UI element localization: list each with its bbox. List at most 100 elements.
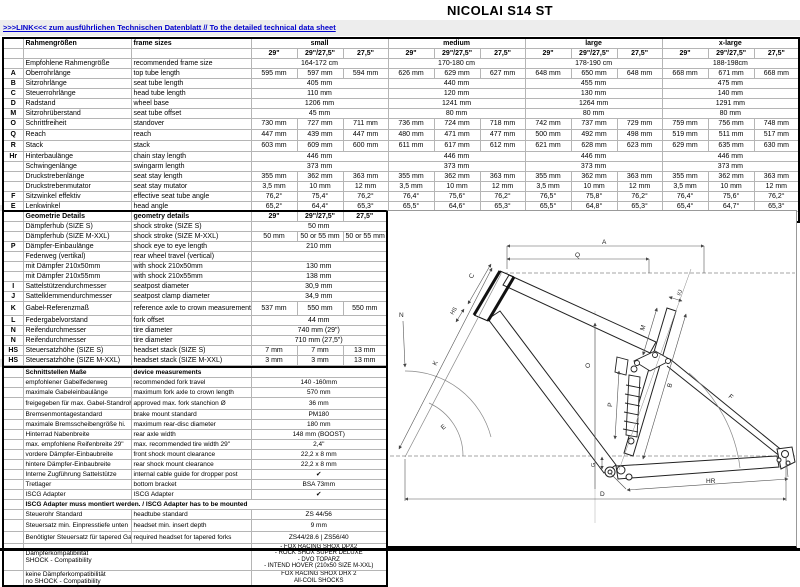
value: 455 mm — [524, 78, 663, 89]
frame-drawing-svg: A Q C HS K N E M I/J B O P F G HR D — [390, 239, 796, 523]
dim-label-o: O — [585, 363, 592, 368]
label-de: Steuersatz min. Einpresstiefe unten — [22, 519, 132, 532]
iscg-note-row: ISCG Adapter muss montiert werden. / ISC… — [2, 499, 388, 510]
wheel-col-header: 29" — [387, 48, 435, 59]
row-letter — [2, 569, 24, 587]
wheel-col-header: 29"/27,5" — [707, 48, 755, 59]
value: ZS44/28.6 | ZS56/40 — [250, 531, 388, 544]
label-de: Radstand — [22, 98, 132, 109]
label-en: seat stay length — [130, 171, 252, 182]
value: 362 mm — [296, 171, 344, 182]
value: 120 mm — [387, 88, 526, 99]
value: 519 mm — [661, 129, 709, 141]
value: 75,6° — [707, 191, 755, 202]
value: 3 mm — [296, 355, 344, 366]
dim-B — [642, 313, 687, 460]
label-en: reach — [130, 129, 252, 141]
label-en: internal cable guide for dropper post — [130, 469, 252, 480]
idler-pulley — [616, 465, 626, 475]
table-row: Dämpferhub (SIZE S)shock stroke (SIZE S)… — [2, 221, 388, 232]
value: 626 mm — [387, 68, 435, 79]
label-de: Oberrohrlänge — [22, 68, 132, 79]
value: 10 mm — [296, 181, 344, 192]
label-en: bottom bracket — [130, 479, 252, 490]
value: 629 mm — [661, 140, 709, 152]
header-de: Rahmengrößen — [22, 37, 132, 49]
label-en: rear wheel travel (vertical) — [130, 251, 252, 262]
value: 748 mm — [753, 118, 800, 130]
size-header: large — [524, 37, 663, 49]
value: 50 or 55 mm — [342, 231, 388, 242]
label-de: Sitzrohrlänge — [22, 78, 132, 89]
value: 517 mm — [753, 129, 800, 141]
value: 12 mm — [342, 181, 389, 192]
dim-label-n: N — [399, 312, 404, 319]
label-de: Federgabelvorstand — [22, 315, 132, 326]
value: 130 mm — [524, 88, 663, 99]
seat-stay-2 — [666, 365, 782, 458]
row-letter — [2, 499, 24, 510]
value: BSA 73mm — [250, 479, 388, 490]
value: 629 mm — [433, 68, 481, 79]
value: 617 mm — [433, 140, 481, 152]
value: 50 mm — [250, 221, 388, 232]
value: 628 mm — [570, 140, 618, 152]
value: 511 mm — [707, 129, 755, 141]
row-letter: P — [2, 241, 24, 252]
value: 480 mm — [387, 129, 435, 141]
label-de: Empfohlene Rahmengröße — [22, 58, 132, 69]
header-de: Geometrie Details — [22, 210, 132, 222]
wheel-col-header: 29" — [661, 48, 709, 59]
dim-label-ij: I/J — [676, 289, 684, 297]
detail-datasheet-link[interactable]: >>>LINK<<< zum ausführlichen Technischen… — [3, 23, 336, 32]
value: 363 mm — [479, 171, 526, 182]
row-letter: R — [2, 140, 24, 152]
dim-label-a: A — [602, 239, 607, 246]
value: 727 mm — [296, 118, 344, 130]
value: 3 mm — [250, 355, 298, 366]
value: 355 mm — [387, 171, 435, 182]
label-en: stack — [130, 140, 252, 152]
rear-axle — [781, 450, 789, 458]
label-en: required headset for tapered forks — [130, 531, 252, 544]
value: 76,2° — [342, 191, 389, 202]
row-letter — [2, 469, 24, 480]
value: 80 mm — [387, 108, 526, 119]
value: 12 mm — [753, 181, 800, 192]
value: 729 mm — [616, 118, 663, 130]
label-en: seat stay mutator — [130, 181, 252, 192]
value: 648 mm — [524, 68, 572, 79]
label-en: with shock 210x50mm — [130, 261, 252, 272]
value: 373 mm — [250, 161, 389, 172]
label-de: Reifendurchmesser — [22, 325, 132, 336]
wheel-col-header: 29" — [524, 48, 572, 59]
row-letter: A — [2, 68, 24, 79]
value: 550 mm — [296, 301, 344, 316]
size-header: x-large — [661, 37, 800, 49]
label-en: brake mount standard — [130, 409, 252, 420]
value: 138 mm — [250, 271, 388, 282]
dim-label-f: F — [727, 393, 735, 401]
wheel-col-header: 29"/27,5" — [433, 48, 481, 59]
value: 627 mm — [479, 68, 526, 79]
value: 164-172 cm — [250, 58, 389, 69]
value: 623 mm — [616, 140, 663, 152]
label-en: seat tube length — [130, 78, 252, 89]
